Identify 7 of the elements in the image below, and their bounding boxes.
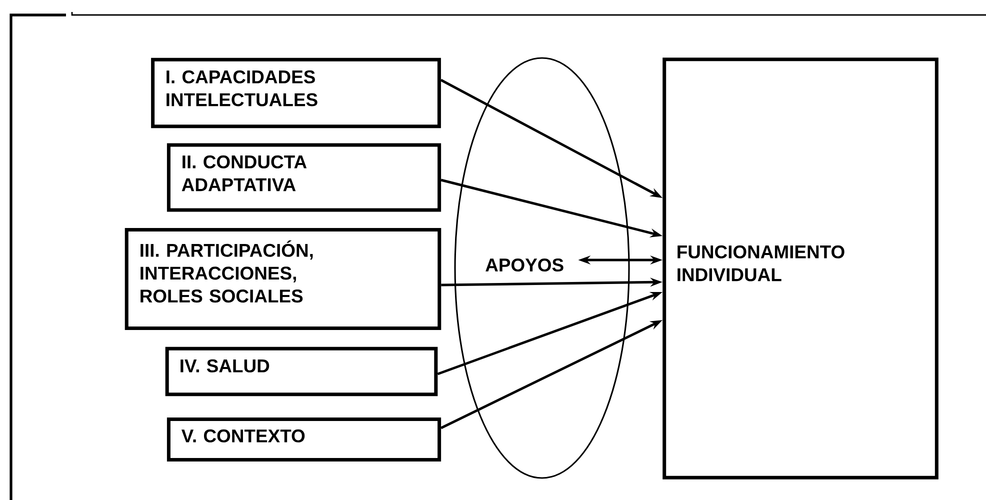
- category-box: II. CONDUCTA ADAPTATIVA: [166, 143, 442, 212]
- support-label: APOYOS: [486, 258, 564, 272]
- category-box: V. CONTEXTO: [166, 418, 442, 462]
- result-box: FUNCIONAMIENTO INDIVIDUAL: [662, 58, 938, 480]
- category-box: IV. SALUD: [165, 346, 438, 396]
- category-box: III. PARTICIPACIÓN, INTERACCIONES, ROLES SOCIALES: [124, 228, 442, 330]
- category-box: I. CAPACIDADES INTELECTUALES: [151, 58, 441, 128]
